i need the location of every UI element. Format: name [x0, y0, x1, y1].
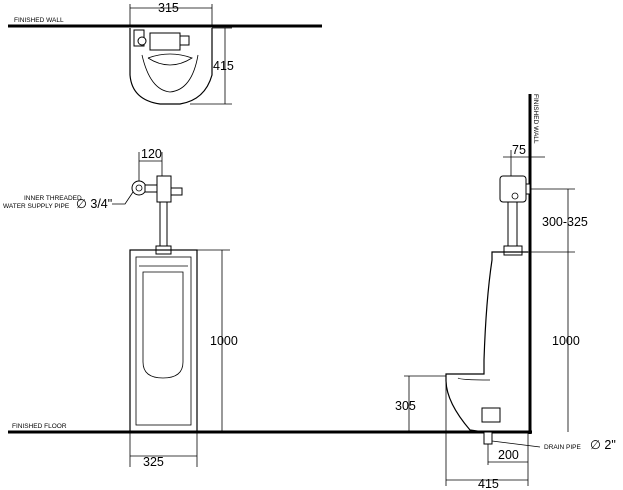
side-view: FINISHED WALL 75 300-325 1000 305 DRAIN …	[395, 94, 616, 490]
drain-offset-dimension: 200	[498, 448, 519, 462]
drain-pipe-label: DRAIN PIPE	[544, 444, 582, 451]
supply-pipe-label-line1: INNER THREADED	[24, 195, 82, 202]
side-height-dimension: 1000	[552, 334, 580, 348]
supply-pipe-size: ∅ 3/4"	[76, 197, 112, 211]
plan-view: FINISHED WALL 315 415	[8, 1, 322, 105]
plan-valve-handle	[179, 35, 190, 46]
front-flush-pipe	[159, 201, 168, 247]
front-view: 120 INNER THREADED WATER SUPPLY PIPE ∅ 3…	[3, 147, 238, 469]
plan-depth-dimension: 415	[213, 59, 234, 73]
front-supply-fitting	[131, 180, 147, 196]
valve-offset-dimension: 120	[141, 147, 162, 161]
front-urinal-body	[129, 249, 198, 433]
drain-pipe-size: ∅ 2"	[590, 438, 616, 452]
finished-floor-label: FINISHED FLOOR	[12, 423, 67, 430]
side-depth-dimension: 415	[478, 477, 499, 490]
side-drain-outlet	[481, 407, 501, 423]
side-valve-stub	[525, 183, 531, 195]
valve-height-dimension: 300-325	[542, 215, 588, 229]
plan-width-dimension: 315	[158, 1, 179, 15]
plan-bowl-inner	[141, 54, 199, 93]
rim-height-dimension: 305	[395, 399, 416, 413]
wall-offset-dimension: 75	[512, 143, 526, 157]
front-valve-button	[170, 187, 183, 196]
side-spud	[503, 245, 523, 256]
front-supply-arm	[144, 184, 159, 193]
plan-bowl-opening	[147, 53, 193, 66]
front-height-dimension: 1000	[210, 334, 238, 348]
side-drain-stub	[483, 431, 493, 445]
side-urinal-profile	[445, 251, 528, 433]
front-urinal-bowl	[142, 271, 184, 379]
front-valve-body	[156, 175, 172, 203]
plan-bowl-outline	[129, 28, 213, 105]
finished-wall-label-side: FINISHED WALL	[532, 94, 539, 144]
supply-pipe-label-line2: WATER SUPPLY PIPE	[3, 203, 70, 210]
plan-supply-fitting	[137, 36, 147, 46]
front-width-dimension: 325	[143, 455, 164, 469]
side-flush-pipe	[507, 201, 518, 249]
plan-valve-body	[149, 32, 181, 51]
finished-wall-label-top: FINISHED WALL	[14, 17, 64, 24]
